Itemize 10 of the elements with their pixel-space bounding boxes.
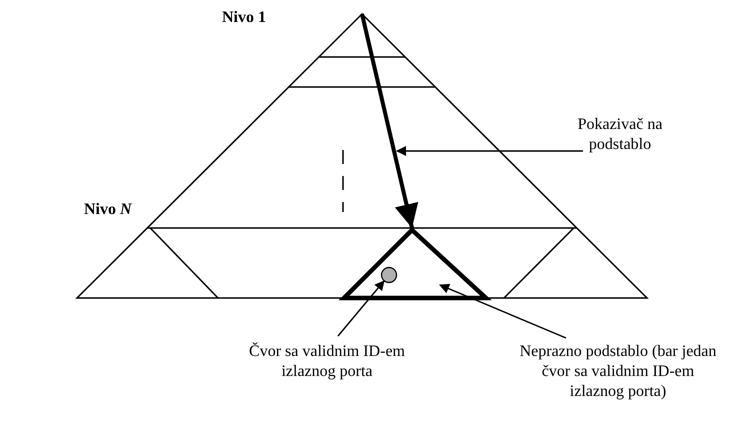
leader-line xyxy=(337,280,385,336)
callout-text: Čvor sa validnim ID-em izlaznog porta xyxy=(232,342,422,382)
callout-text: Neprazno podstablo (bar jedan čvor sa validnim ID-em izlaznog porta) xyxy=(515,342,721,402)
level-label: Nivo 1 xyxy=(222,8,266,28)
callout-text: Pokazivač na podstablo xyxy=(555,115,685,155)
node-circle xyxy=(380,266,398,284)
level-label: Nivo N xyxy=(84,200,132,220)
leader-line xyxy=(439,284,566,339)
leader-line xyxy=(396,146,583,156)
subtree-triangle xyxy=(340,227,490,301)
